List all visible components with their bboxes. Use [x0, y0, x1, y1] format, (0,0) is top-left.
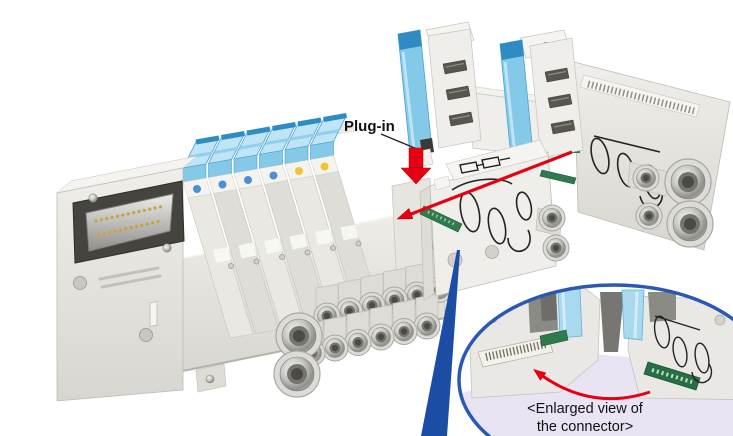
pcb-green	[539, 329, 569, 347]
valve-cover-blue	[499, 39, 535, 169]
fitting-large	[664, 158, 712, 206]
indicator-dot-yellow	[295, 167, 303, 175]
exploded-manifold-base-right	[499, 29, 731, 251]
bore-hole	[485, 245, 499, 259]
supply-fitting-large	[273, 350, 321, 398]
mounting-hole	[139, 328, 153, 342]
callout-wedge	[421, 250, 460, 436]
end-block-slots	[98, 266, 162, 289]
enlarged-caption-line1: <Enlarged view of	[527, 401, 644, 417]
indicator-dot-yellow	[320, 162, 329, 171]
cover-blue-panel	[621, 289, 645, 341]
valve-body	[427, 28, 482, 149]
multi-pin-connector	[477, 336, 554, 368]
indicator-dot-blue	[218, 180, 227, 189]
callout-border	[457, 283, 733, 436]
indicator-dot-blue	[269, 171, 278, 180]
dsub-connector	[85, 193, 174, 252]
fitting	[413, 312, 441, 340]
enlarged-connector-callout: <Enlarged view of the connector>	[457, 283, 733, 436]
insert-direction-arrow-icon	[396, 150, 573, 220]
indicator-dot-blue	[193, 185, 201, 193]
main-manifold-assembly	[56, 116, 465, 402]
right-valve-half	[621, 289, 733, 401]
top-connector-bridge	[445, 139, 549, 181]
enlarged-caption-line2: the connector>	[537, 419, 633, 435]
fitting	[344, 329, 372, 356]
gap-shadow	[600, 292, 624, 352]
fitting	[632, 164, 660, 192]
cover-blue-panel	[557, 288, 583, 339]
dsub-jack-screw	[162, 243, 172, 253]
connector-direction-arrow-icon	[533, 369, 651, 401]
base-screw	[205, 374, 215, 384]
pneumatic-circuit-art	[653, 315, 713, 384]
fitting	[321, 334, 349, 362]
indicator-dot-blue	[244, 176, 252, 184]
dsub-jack-screw	[88, 193, 98, 203]
fitting	[390, 318, 418, 345]
block-fittings	[535, 204, 570, 262]
plug-in-annotation: Plug-in	[344, 118, 432, 185]
dsub-end-block	[56, 155, 198, 402]
fitting	[538, 204, 566, 232]
plug-in-label: Plug-in	[344, 118, 395, 135]
fitting	[367, 323, 395, 351]
fitting	[542, 234, 570, 262]
base-fittings	[627, 158, 714, 248]
top-tab	[433, 175, 451, 191]
plug-in-down-arrow-icon	[400, 147, 432, 185]
pcb-connector-green	[419, 169, 577, 233]
leader-line	[380, 133, 418, 150]
dsub-pins	[94, 204, 166, 237]
release-slot	[149, 301, 158, 327]
valve-indicator-dots	[193, 162, 329, 193]
fitting	[635, 202, 663, 230]
pneumatic-circuit-art	[451, 178, 533, 253]
exploded-manifold-base-middle	[419, 139, 577, 301]
top-connector-strip	[579, 74, 701, 118]
pcb-connector-green	[643, 361, 701, 391]
mounting-hole	[73, 276, 87, 290]
fitting-large	[666, 200, 714, 248]
valve-cover-blue	[397, 29, 433, 155]
valve-body	[529, 37, 584, 159]
